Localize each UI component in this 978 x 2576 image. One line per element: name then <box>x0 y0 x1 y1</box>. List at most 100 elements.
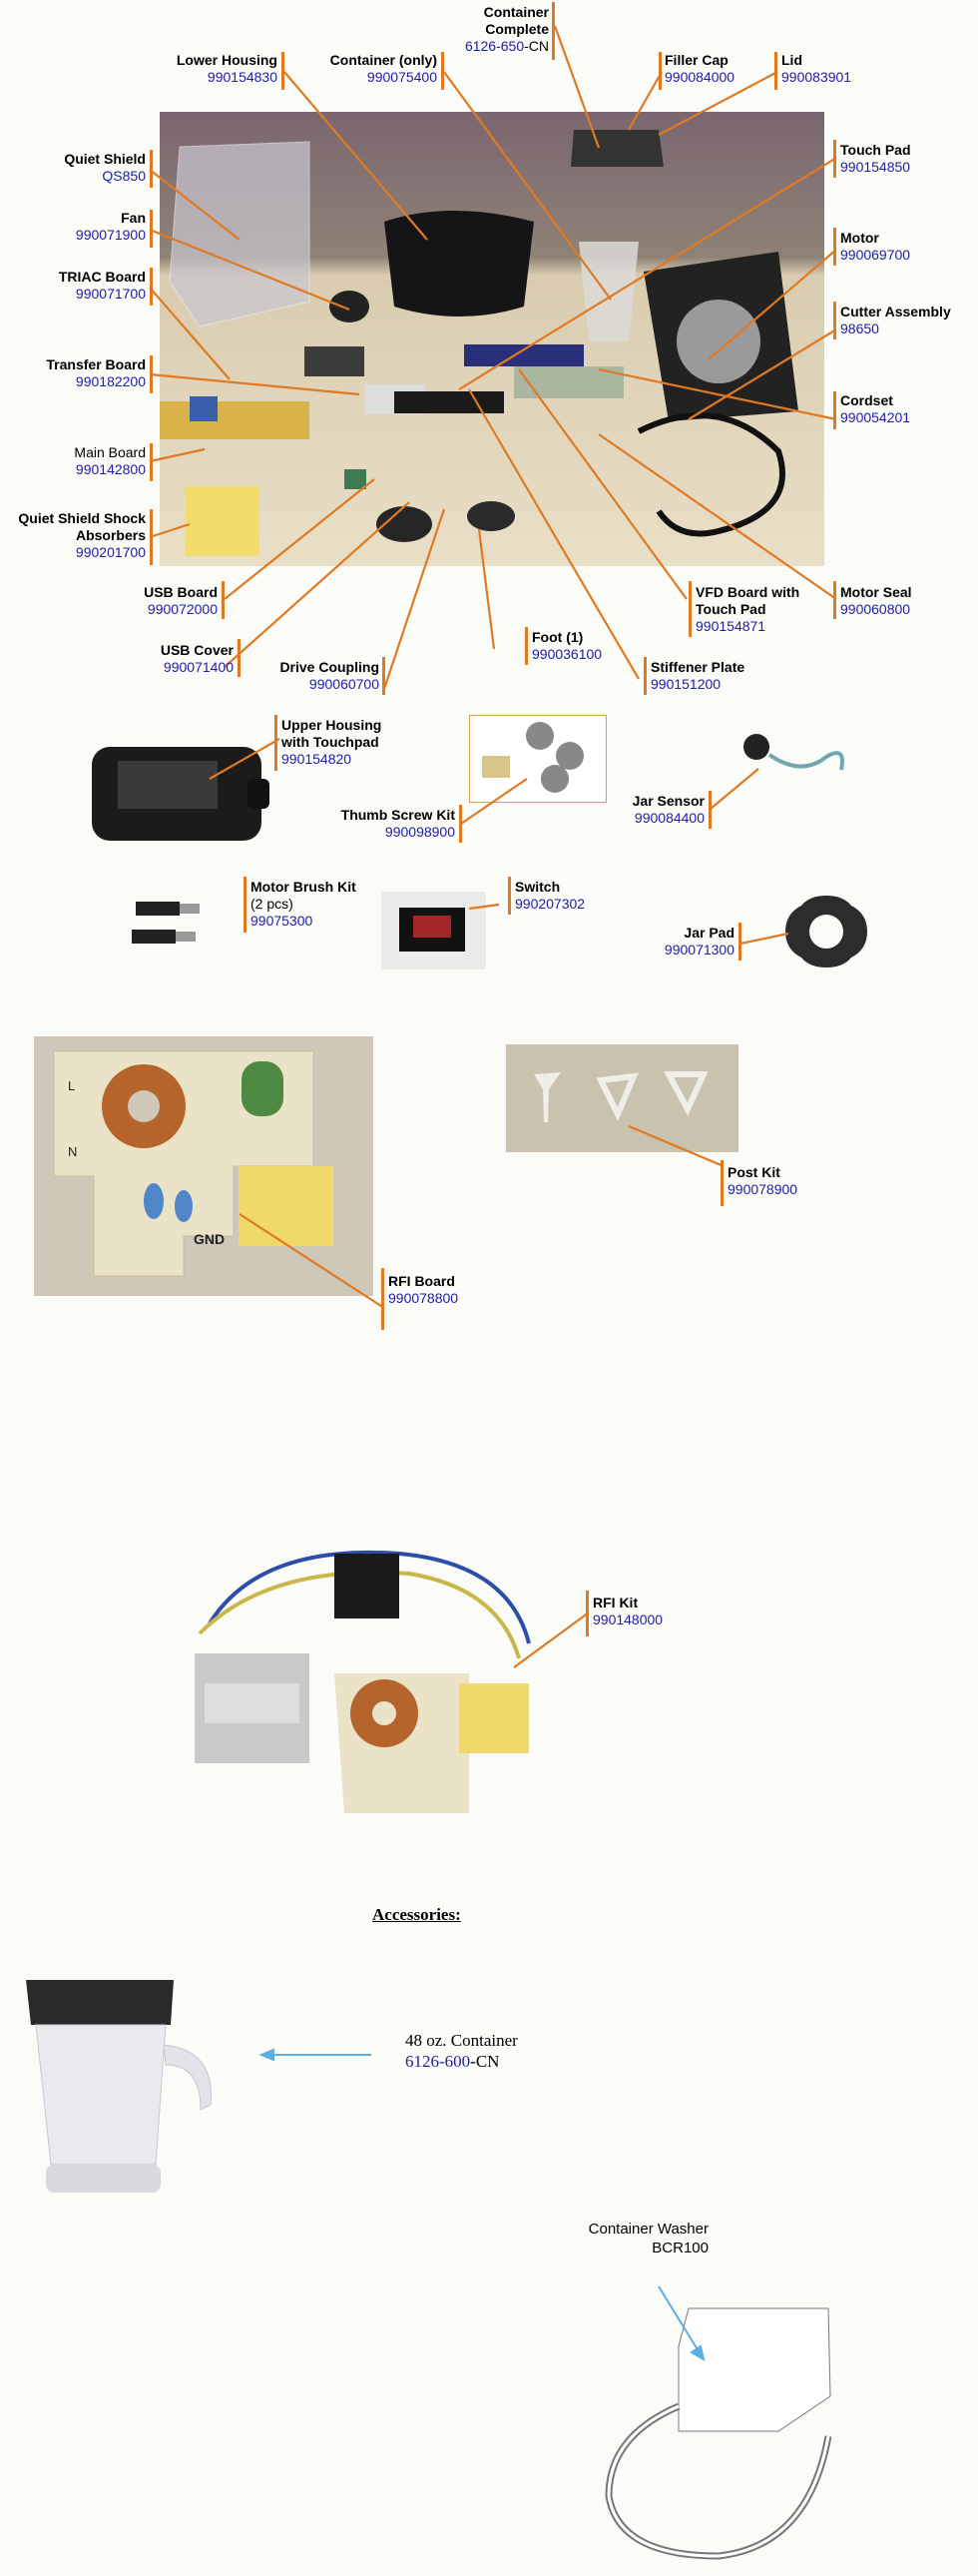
label-filler-cap: Filler Cap 990084000 <box>665 52 774 86</box>
triac-board-number: 990071700 <box>75 286 146 302</box>
quiet-shield-name: Quiet Shield <box>64 151 146 167</box>
label-fan: Fan 990071900 <box>10 210 146 244</box>
fan-name: Fan <box>121 210 146 226</box>
drive-coupling-name: Drive Coupling <box>279 659 379 675</box>
board-n-text: N <box>68 1144 77 1159</box>
motor-brush-kit-photo <box>126 894 210 954</box>
foot-name: Foot (1) <box>532 629 584 645</box>
shock-absorbers-number: 990201700 <box>75 544 146 560</box>
post-kit-photo <box>506 1044 738 1152</box>
container-complete-number-main: 6126-650 <box>464 38 525 54</box>
label-lower-housing: Lower Housing 990154830 <box>150 52 277 86</box>
quiet-shield-number: QS850 <box>102 168 146 184</box>
container-washer-number: BCR100 <box>652 2240 709 2256</box>
container-48oz-name: 48 oz. Container <box>405 2031 518 2050</box>
container-complete-name: Container Complete <box>483 4 549 37</box>
cordset-number: 990054201 <box>840 409 911 425</box>
foot-number: 990036100 <box>532 646 603 662</box>
label-container-complete: Container Complete 6126-650-CN <box>419 4 549 55</box>
container-48oz-number: 6126-600-CN <box>405 2051 518 2072</box>
rfi-board-photo: GND L N <box>34 1036 373 1296</box>
motor-seal-number: 990060800 <box>840 601 911 617</box>
lid-number: 990083901 <box>781 69 852 85</box>
switch-number: 990207302 <box>515 896 586 912</box>
label-touch-pad: Touch Pad 990154850 <box>840 142 970 176</box>
stiffener-plate-number: 990151200 <box>651 676 722 692</box>
fan-number: 990071900 <box>75 227 146 243</box>
rfi-kit-name: RFI Kit <box>593 1595 639 1610</box>
label-triac-board: TRIAC Board 990071700 <box>10 269 146 303</box>
label-foot: Foot (1) 990036100 <box>532 629 642 663</box>
jar-pad-name: Jar Pad <box>684 925 734 941</box>
label-container-only: Container (only) 990075400 <box>299 52 437 86</box>
lid-name: Lid <box>781 52 802 68</box>
cordset-name: Cordset <box>840 392 893 408</box>
cutter-assembly-name: Cutter Assembly <box>840 304 951 320</box>
label-rfi-kit: RFI Kit 990148000 <box>593 1595 703 1628</box>
switch-name: Switch <box>515 879 561 895</box>
container-washer-label: Container Washer BCR100 <box>559 2220 709 2257</box>
lower-housing-number: 990154830 <box>207 69 277 85</box>
motor-brush-kit-number: 99075300 <box>250 913 313 929</box>
filler-cap-number: 990084000 <box>665 69 735 85</box>
filler-cap-name: Filler Cap <box>665 52 729 68</box>
label-cordset: Cordset 990054201 <box>840 392 970 426</box>
usb-cover-name: USB Cover <box>160 642 234 658</box>
label-jar-sensor: Jar Sensor 990084400 <box>599 793 705 827</box>
motor-brush-kit-qty: (2 pcs) <box>250 896 293 912</box>
jar-pad-photo <box>781 892 871 971</box>
label-motor: Motor 990069700 <box>840 230 970 264</box>
jar-pad-number: 990071300 <box>664 942 734 958</box>
label-lid: Lid 990083901 <box>781 52 891 86</box>
cutter-assembly-number: 98650 <box>840 321 879 336</box>
motor-brush-kit-name: Motor Brush Kit <box>250 879 356 895</box>
transfer-board-number: 990182200 <box>75 373 146 389</box>
label-switch: Switch 990207302 <box>515 879 625 913</box>
transfer-board-name: Transfer Board <box>46 356 146 372</box>
vfd-board-number: 990154871 <box>696 618 766 634</box>
label-stiffener-plate: Stiffener Plate 990151200 <box>651 659 780 693</box>
vfd-board-name: VFD Board with Touch Pad <box>696 584 800 617</box>
board-l-text: L <box>68 1078 75 1093</box>
rfi-board-number: 990078800 <box>388 1290 459 1306</box>
rfi-board-name: RFI Board <box>388 1273 455 1289</box>
usb-board-name: USB Board <box>144 584 218 600</box>
label-shock-absorbers: Quiet Shield Shock Absorbers 990201700 <box>2 510 146 561</box>
upper-housing-photo <box>88 739 273 845</box>
container-only-number: 990075400 <box>366 69 437 85</box>
container-48oz-number-main: 6126-600 <box>405 2052 471 2071</box>
stiffener-plate-name: Stiffener Plate <box>651 659 745 675</box>
label-jar-pad: Jar Pad 990071300 <box>629 925 734 959</box>
rfi-kit-photo <box>180 1534 549 1823</box>
usb-cover-number: 990071400 <box>163 659 234 675</box>
label-quiet-shield: Quiet Shield QS850 <box>10 151 146 185</box>
usb-board-number: 990072000 <box>147 601 218 617</box>
label-drive-coupling: Drive Coupling 990060700 <box>240 659 379 693</box>
jar-sensor-name: Jar Sensor <box>632 793 705 809</box>
label-post-kit: Post Kit 990078900 <box>728 1164 837 1198</box>
lower-housing-name: Lower Housing <box>176 52 277 68</box>
container-only-name: Container (only) <box>329 52 437 68</box>
container-complete-number-suffix: -CN <box>524 38 549 54</box>
motor-name: Motor <box>840 230 879 246</box>
touch-pad-number: 990154850 <box>840 159 911 175</box>
post-kit-name: Post Kit <box>728 1164 780 1180</box>
label-motor-seal: Motor Seal 990060800 <box>840 584 970 618</box>
jar-sensor-number: 990084400 <box>634 810 705 826</box>
triac-board-name: TRIAC Board <box>58 269 146 285</box>
motor-number: 990069700 <box>840 247 911 263</box>
container-48oz-photo <box>6 1975 216 2195</box>
thumb-screw-kit-photo <box>469 715 607 803</box>
container-washer-name: Container Washer <box>588 2221 709 2238</box>
main-board-number: 990142800 <box>75 461 146 477</box>
label-upper-housing: Upper Housing with Touchpad 990154820 <box>281 717 411 768</box>
jar-sensor-photo <box>732 725 856 785</box>
label-rfi-board: RFI Board 990078800 <box>388 1273 498 1307</box>
post-kit-number: 990078900 <box>728 1181 798 1197</box>
label-thumb-screw-kit: Thumb Screw Kit 990098900 <box>319 807 455 841</box>
label-motor-brush-kit: Motor Brush Kit (2 pcs) 99075300 <box>250 879 380 930</box>
board-gnd-text: GND <box>194 1231 225 1247</box>
label-cutter-assembly: Cutter Assembly 98650 <box>840 304 975 337</box>
touch-pad-name: Touch Pad <box>840 142 911 158</box>
thumb-screw-kit-name: Thumb Screw Kit <box>340 807 455 823</box>
